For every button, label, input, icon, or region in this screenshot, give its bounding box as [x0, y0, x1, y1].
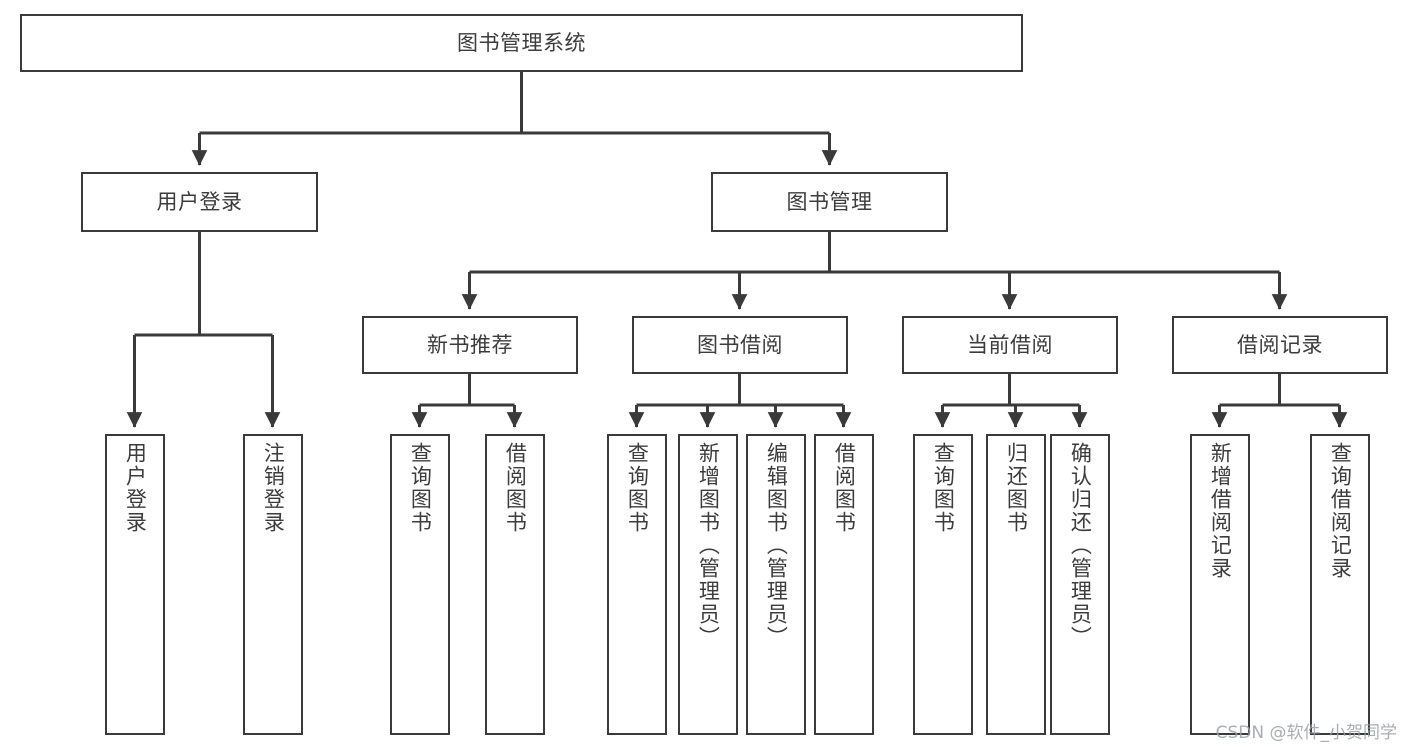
- node-user-login[interactable]: 用户登录: [81, 172, 318, 232]
- node-leaf-query-book-rec[interactable]: 查询图书: [390, 434, 450, 735]
- node-borrow-record[interactable]: 借阅记录: [1172, 316, 1388, 374]
- node-leaf-user-login[interactable]: 用户登录: [105, 434, 165, 735]
- node-leaf-logout-label: 注销登录: [261, 442, 286, 534]
- node-leaf-query-record-label: 查询借阅记录: [1328, 442, 1353, 580]
- node-leaf-return-book[interactable]: 归还图书: [986, 434, 1046, 735]
- node-root-label: 图书管理系统: [457, 30, 586, 55]
- node-leaf-add-book-label: 新增图书（管理员）: [696, 442, 721, 649]
- node-leaf-query-book-rec-label: 查询图书: [408, 442, 433, 534]
- node-leaf-borrow-book-label: 借阅图书: [832, 442, 857, 534]
- node-leaf-logout[interactable]: 注销登录: [243, 434, 303, 735]
- node-leaf-borrow-book[interactable]: 借阅图书: [814, 434, 874, 735]
- node-new-book-recommend-label: 新书推荐: [427, 332, 513, 357]
- node-leaf-confirm-return[interactable]: 确认归还（管理员）: [1050, 434, 1110, 735]
- node-leaf-query-book-current-label: 查询图书: [931, 442, 956, 534]
- node-root[interactable]: 图书管理系统: [20, 14, 1023, 72]
- node-leaf-add-book[interactable]: 新增图书（管理员）: [678, 434, 738, 735]
- node-leaf-query-book-borrow-label: 查询图书: [625, 442, 650, 534]
- node-leaf-add-record-label: 新增借阅记录: [1208, 442, 1233, 580]
- node-leaf-query-record[interactable]: 查询借阅记录: [1310, 434, 1370, 735]
- node-book-borrow[interactable]: 图书借阅: [632, 316, 848, 374]
- node-new-book-recommend[interactable]: 新书推荐: [362, 316, 578, 374]
- node-current-borrow[interactable]: 当前借阅: [902, 316, 1118, 374]
- node-leaf-user-login-label: 用户登录: [123, 442, 148, 534]
- node-user-login-label: 用户登录: [156, 189, 243, 214]
- watermark-text: CSDN @软件_小贺同学: [1215, 723, 1397, 743]
- node-book-manage-label: 图书管理: [786, 189, 873, 214]
- node-current-borrow-label: 当前借阅: [967, 332, 1053, 357]
- node-leaf-borrow-book-rec[interactable]: 借阅图书: [485, 434, 545, 735]
- node-leaf-borrow-book-rec-label: 借阅图书: [503, 442, 528, 534]
- node-borrow-record-label: 借阅记录: [1237, 332, 1323, 357]
- node-leaf-query-book-current[interactable]: 查询图书: [913, 434, 973, 735]
- node-leaf-confirm-return-label: 确认归还（管理员）: [1068, 442, 1093, 649]
- node-leaf-edit-book[interactable]: 编辑图书（管理员）: [746, 434, 806, 735]
- node-book-manage[interactable]: 图书管理: [711, 172, 948, 232]
- node-leaf-return-book-label: 归还图书: [1004, 442, 1029, 534]
- node-book-borrow-label: 图书借阅: [697, 332, 783, 357]
- node-leaf-edit-book-label: 编辑图书（管理员）: [764, 442, 789, 649]
- node-leaf-query-book-borrow[interactable]: 查询图书: [607, 434, 667, 735]
- node-leaf-add-record[interactable]: 新增借阅记录: [1190, 434, 1250, 735]
